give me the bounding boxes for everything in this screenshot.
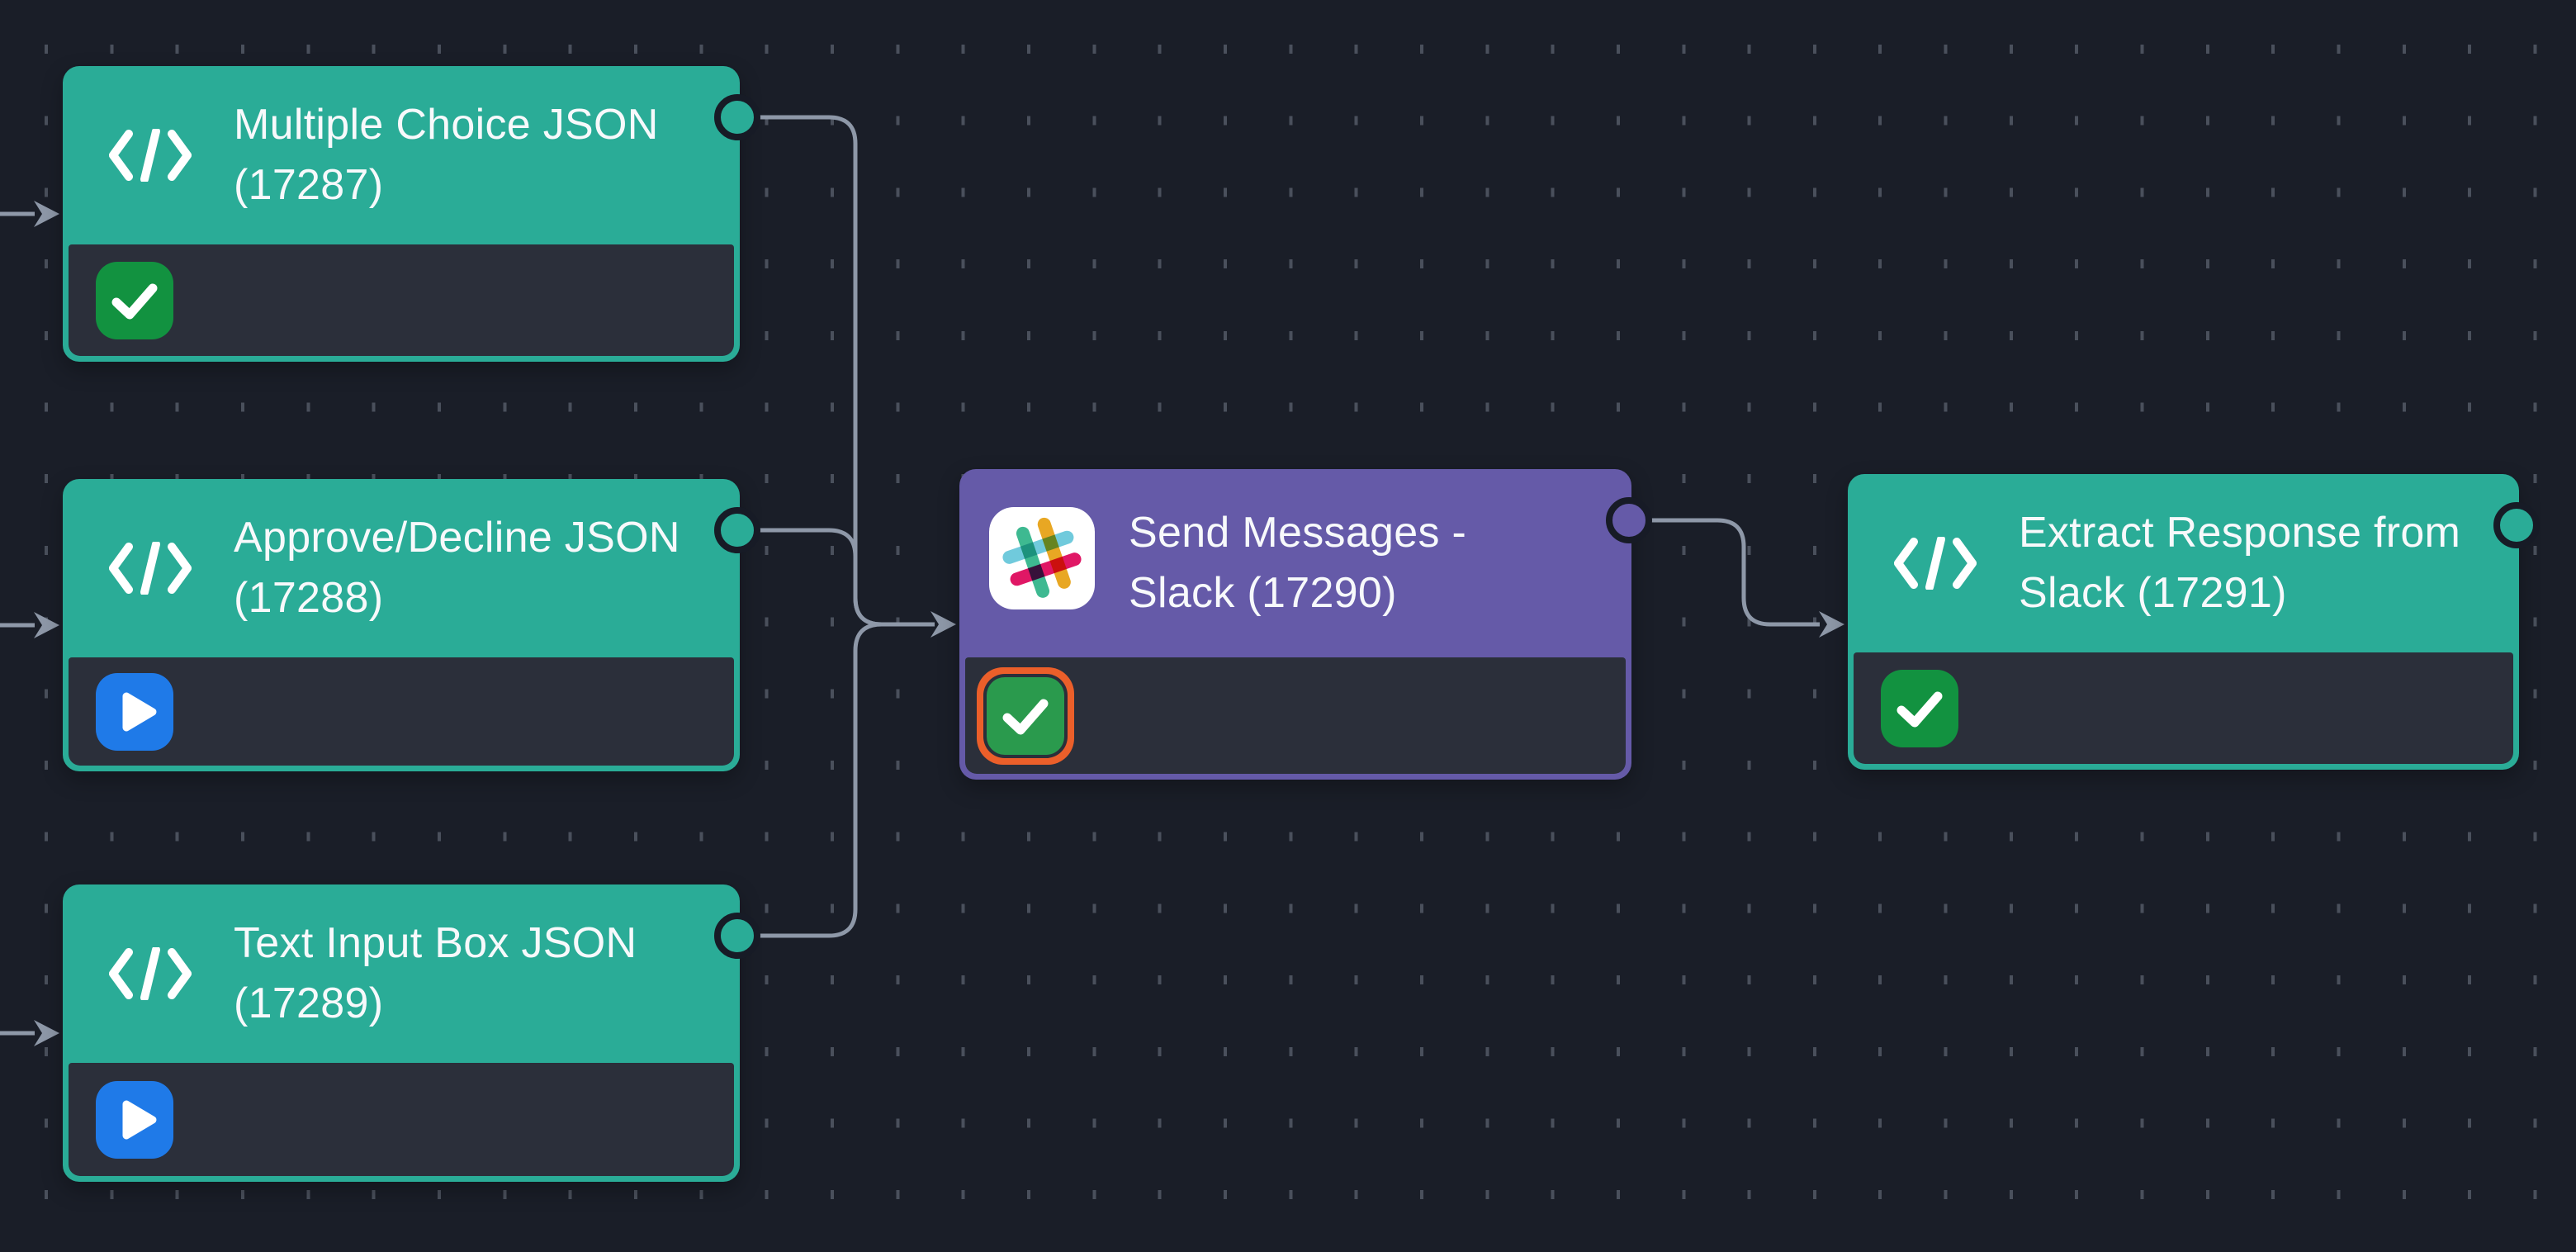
badge-green-fill	[987, 676, 1064, 755]
edge-17290-17291	[1629, 518, 1820, 627]
status-success-selected-badge[interactable]	[977, 666, 1074, 765]
edge-17288-17290	[737, 528, 935, 627]
node-title: Multiple Choice JSON (17287)	[234, 101, 659, 209]
node-text-input-box-json[interactable]: Text Input Box JSON (17289)	[63, 884, 760, 1182]
edge-17289-17290	[737, 622, 935, 938]
node-header: Multiple Choice JSON (17287)	[63, 66, 740, 244]
node-title: Text Input Box JSON (17289)	[234, 919, 637, 1027]
play-icon	[122, 692, 157, 731]
output-port[interactable]	[714, 507, 760, 553]
node-multiple-choice-json[interactable]: Multiple Choice JSON (17287)	[63, 66, 760, 362]
arrowhead-into-17291	[1819, 611, 1844, 638]
badge-gap-ring	[983, 673, 1068, 758]
play-icon	[122, 1100, 157, 1139]
status-success-badge[interactable]	[96, 261, 173, 339]
output-port[interactable]	[714, 94, 760, 140]
edge-17287-17290	[737, 115, 935, 627]
output-port[interactable]	[714, 913, 760, 959]
arrowhead-into-17288	[34, 612, 59, 638]
arrowhead-into-17289	[34, 1020, 59, 1046]
check-icon	[111, 283, 158, 319]
node-send-messages-slack[interactable]: Send Messages - Slack (17290)	[959, 469, 1652, 780]
arrowhead-into-17287	[34, 201, 59, 227]
slack-icon	[989, 507, 1095, 609]
status-ready-badge[interactable]	[96, 1080, 173, 1159]
node-body	[965, 657, 1626, 774]
code-icon	[1894, 537, 1977, 590]
node-body	[69, 657, 734, 766]
node-header: Approve/Decline JSON (17288)	[63, 479, 740, 657]
node-title: Approve/Decline JSON (17288)	[234, 514, 680, 622]
node-header: Extract Response from Slack (17291)	[1848, 474, 2519, 652]
node-header: Send Messages - Slack (17290)	[959, 469, 1631, 657]
node-extract-response-from-slack[interactable]: Extract Response from Slack (17291)	[1848, 474, 2540, 770]
output-port[interactable]	[2493, 502, 2540, 548]
check-icon	[1896, 691, 1943, 727]
code-icon	[109, 947, 192, 1000]
node-body	[69, 1063, 734, 1176]
node-header: Text Input Box JSON (17289)	[63, 884, 740, 1063]
node-title: Send Messages - Slack (17290)	[1129, 509, 1467, 617]
node-title: Extract Response from Slack (17291)	[2019, 509, 2461, 617]
arrowhead-into-17290	[930, 611, 956, 638]
edge-arrowheads	[34, 201, 1844, 1046]
code-icon	[109, 129, 192, 182]
check-icon	[1002, 699, 1049, 734]
edge-paths	[0, 115, 1820, 1036]
node-approve-decline-json[interactable]: Approve/Decline JSON (17288)	[63, 479, 760, 771]
code-icon	[109, 542, 192, 595]
node-body	[1854, 652, 2513, 764]
status-success-badge[interactable]	[1881, 669, 1958, 747]
node-body	[69, 244, 734, 356]
status-ready-badge[interactable]	[96, 672, 173, 751]
output-port[interactable]	[1606, 497, 1652, 543]
